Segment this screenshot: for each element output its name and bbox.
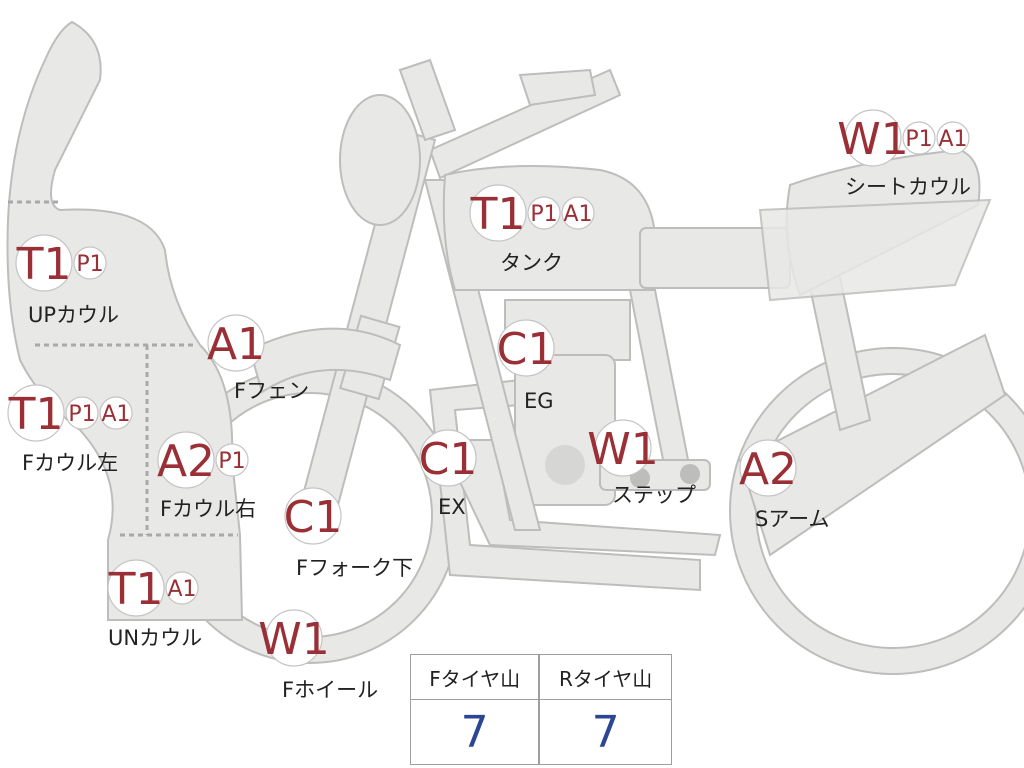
f-cowl-right-badge-a2: A2 bbox=[157, 436, 215, 487]
un-cowl-label: UNカウル bbox=[108, 626, 202, 650]
tank-badge-t1: T1 bbox=[470, 189, 526, 240]
step-callout: W1 ステップ bbox=[587, 419, 696, 507]
f-cowl-left-badge-a1: A1 bbox=[101, 402, 130, 427]
rear-tire-header: Rタイヤ山 bbox=[538, 654, 673, 700]
ex-badge-circle bbox=[419, 429, 477, 487]
f-fork-lower-label: Fフォーク下 bbox=[296, 556, 413, 580]
f-fender-badge-circle bbox=[207, 314, 265, 372]
rear-wheel bbox=[730, 348, 1024, 674]
seat-cowl-badge-circle bbox=[902, 121, 936, 155]
tank-badge-p1: P1 bbox=[530, 202, 557, 227]
f-cowl-left-badge-p1: P1 bbox=[68, 402, 95, 427]
f-cowl-left-badge-circle bbox=[65, 396, 99, 430]
tank-label: タンク bbox=[500, 251, 563, 275]
f-cowl-left-badge-t1: T1 bbox=[8, 389, 64, 440]
un-cowl-badge-t1: T1 bbox=[108, 564, 164, 615]
f-wheel-badge-w1: W1 bbox=[258, 614, 330, 665]
un-cowl-badge-circle bbox=[165, 571, 199, 605]
s-arm-label: Sアーム bbox=[755, 507, 829, 531]
un-cowl-badge-circle bbox=[107, 559, 165, 617]
f-fender-badge-a1: A1 bbox=[207, 319, 265, 370]
ex-label: EX bbox=[438, 495, 466, 519]
tire-depth-table: Fタイヤ山 Rタイヤ山 7 7 bbox=[410, 654, 673, 765]
eg-badge-circle bbox=[497, 319, 555, 377]
seat-cowl-label: シートカウル bbox=[845, 175, 971, 199]
f-cowl-left-badge-circle bbox=[7, 384, 65, 442]
ex-badge-c1: C1 bbox=[419, 434, 478, 485]
step-label: ステップ bbox=[612, 483, 696, 507]
seat-cowl-badge-circle bbox=[844, 109, 902, 167]
step-badge-w1: W1 bbox=[587, 424, 659, 475]
f-cowl-left-badge-circle bbox=[99, 396, 133, 430]
rear-tire-value: 7 bbox=[538, 699, 673, 765]
eg-badge-c1: C1 bbox=[497, 324, 556, 375]
s-arm-badge-circle bbox=[739, 439, 797, 497]
f-cowl-right-label: Fカウル右 bbox=[160, 497, 256, 521]
up-cowl-badge-t1: T1 bbox=[16, 239, 72, 290]
f-cowl-right-badge-p1: P1 bbox=[218, 449, 245, 474]
tank-badge-circle bbox=[469, 184, 527, 242]
s-arm-badge-a2: A2 bbox=[739, 444, 797, 495]
swing-arm-shape bbox=[738, 333, 1007, 557]
seat-cowl-badge-w1: W1 bbox=[837, 114, 909, 165]
seat-cowl-badge-p1: P1 bbox=[905, 127, 932, 152]
front-tire-header: Fタイヤ山 bbox=[410, 654, 540, 700]
f-fender-label: Fフェン bbox=[234, 379, 309, 403]
front-fender-shape bbox=[248, 327, 402, 394]
f-fork-lower-badge-circle bbox=[284, 487, 342, 545]
up-cowl-label: UPカウル bbox=[28, 303, 119, 327]
tank-badge-a1: A1 bbox=[563, 202, 592, 227]
step-badge-circle bbox=[594, 419, 652, 477]
up-cowl-badge-circle bbox=[15, 234, 73, 292]
f-cowl-left-label: Fカウル左 bbox=[22, 451, 118, 475]
eg-label: EG bbox=[524, 389, 554, 413]
f-wheel-label: Fホイール bbox=[282, 678, 378, 702]
seat-cowl-badge-circle bbox=[936, 121, 970, 155]
f-cowl-right-badge-circle bbox=[157, 431, 215, 489]
seat-cowl-badge-a1: A1 bbox=[938, 127, 967, 152]
up-cowl-badge-circle bbox=[73, 246, 107, 280]
f-cowl-right-badge-circle bbox=[215, 443, 249, 477]
f-fork-lower-badge-c1: C1 bbox=[284, 492, 343, 543]
front-tire-value: 7 bbox=[410, 699, 540, 765]
un-cowl-badge-a1: A1 bbox=[167, 577, 196, 602]
tank-badge-circle bbox=[561, 196, 595, 230]
up-cowl-badge-p1: P1 bbox=[76, 252, 103, 277]
tank-badge-circle bbox=[527, 196, 561, 230]
f-wheel-badge-circle bbox=[265, 609, 323, 667]
